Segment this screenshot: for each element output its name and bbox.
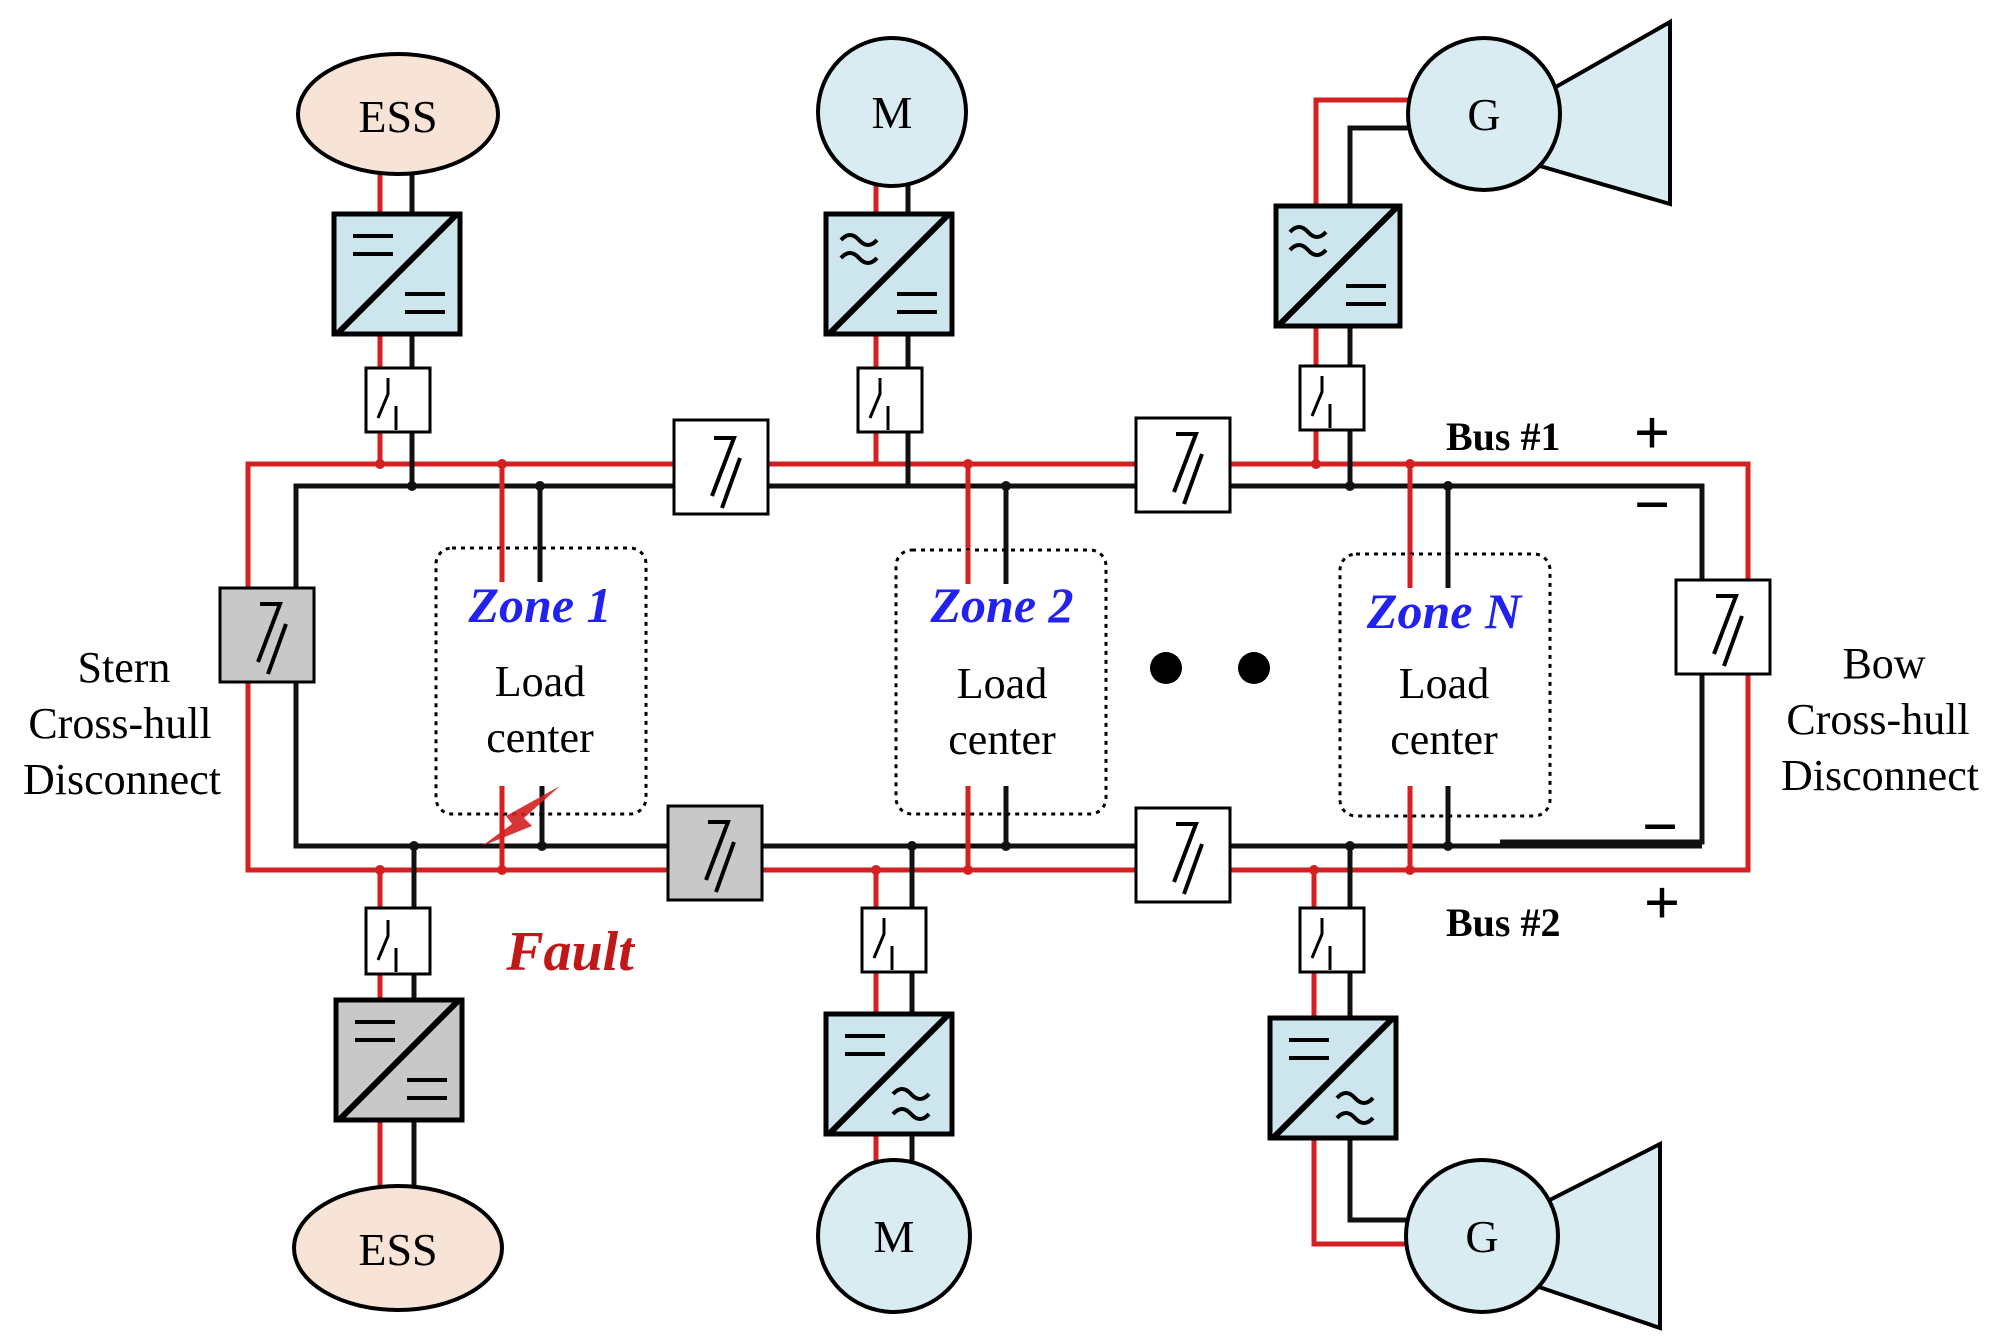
zone-n-load-line1: Load [1399, 659, 1489, 708]
bus-1-plus: + [1634, 397, 1670, 468]
zone-n-load-line2: center [1390, 715, 1498, 764]
zone-n-title: Zone N [1366, 583, 1523, 639]
bus-2-plus: + [1644, 867, 1680, 938]
bow-label-line2: Cross-hull [1786, 695, 1969, 744]
motor-top-node [816, 36, 968, 188]
bus-1-minus: − [1634, 469, 1670, 540]
motor-bottom-node [816, 1158, 972, 1314]
zone-2-box [894, 548, 1108, 816]
ess-top-label: ESS [358, 91, 437, 142]
ess-bottom-label: ESS [358, 1224, 437, 1275]
bus-2-minus: − [1642, 791, 1678, 862]
bus-1-label: Bus #1 [1446, 414, 1561, 459]
fault-flash-icon [482, 786, 560, 846]
zone-2-title: Zone 2 [929, 577, 1073, 633]
stern-label-line2: Cross-hull [28, 699, 211, 748]
ess-top-switch [364, 366, 432, 434]
zone-2-load-line1: Load [957, 659, 1047, 708]
zone-n-box [1338, 552, 1552, 818]
zone-2-load-line2: center [948, 715, 1056, 764]
gen-bottom-node [1404, 1158, 1560, 1314]
gen-bottom-switch [1298, 906, 1366, 974]
fault-label: Fault [505, 921, 635, 983]
bow-label-line1: Bow [1842, 639, 1925, 688]
motor-bottom-switch [860, 906, 928, 974]
zone-1-load-line1: Load [495, 657, 585, 706]
bow-label-line3: Disconnect [1781, 751, 1979, 800]
gen-top-node [1406, 36, 1562, 192]
motor-bottom-label: M [874, 1211, 915, 1262]
zone-inner-taps [499, 548, 1451, 816]
zone-1-load-line2: center [486, 713, 594, 762]
motor-top-switch [856, 366, 924, 434]
gen-top-label: G [1467, 89, 1500, 140]
stern-label-line3: Disconnect [23, 755, 221, 804]
bus-2-label: Bus #2 [1446, 900, 1561, 945]
ellipsis-dot [1238, 652, 1270, 684]
ess-bottom-node [292, 1184, 504, 1312]
gen-top-switch [1298, 364, 1366, 432]
gen-bottom-label: G [1465, 1211, 1498, 1262]
bus-2-positive [245, 640, 1748, 873]
ess-top-node [296, 52, 500, 176]
ess-bottom-switch [364, 906, 432, 976]
motor-top-label: M [872, 87, 913, 138]
stern-label-line1: Stern [78, 643, 171, 692]
zone-1-title: Zone 1 [467, 577, 611, 633]
bus-1-negative [293, 483, 1705, 845]
ellipsis-dot [1150, 652, 1182, 684]
